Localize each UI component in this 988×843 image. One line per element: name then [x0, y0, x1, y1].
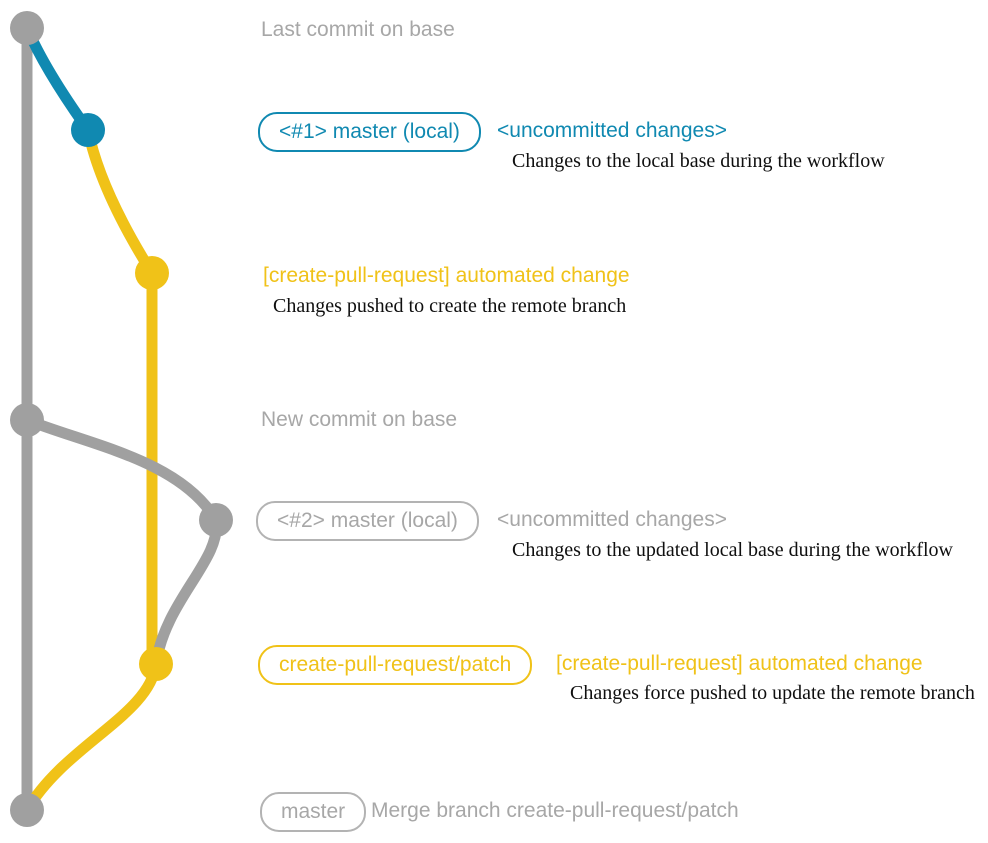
last-commit-label: Last commit on base — [261, 18, 455, 41]
commit-node-merge — [10, 793, 44, 827]
local-changes-branch-line — [21, 22, 94, 136]
new-commit-label: New commit on base — [261, 408, 458, 431]
commit-node-patch-1 — [135, 256, 169, 290]
branch-badge-master-local-2: <#2> master (local) — [256, 501, 479, 541]
commit-graph — [10, 11, 233, 827]
commit-node-master-local-2 — [199, 503, 233, 537]
uncommitted-changes-heading-2: <uncommitted changes> — [497, 508, 727, 531]
branch-badge-master-local-1: <#1> master (local) — [258, 112, 481, 152]
uncommitted-changes-caption-2: Changes to the updated local base during… — [512, 539, 953, 561]
uncommitted-changes-caption-1: Changes to the local base during the wor… — [512, 150, 885, 172]
automated-change-caption-2: Changes force pushed to update the remot… — [570, 682, 975, 704]
automated-change-caption-1: Changes pushed to create the remote bran… — [273, 295, 627, 317]
branch-badge-master: master — [260, 792, 367, 832]
patch-branch-curve-top — [82, 124, 158, 279]
merge-branch-line — [21, 658, 162, 816]
commit-node-new-base — [10, 403, 44, 437]
rebase-branch-out-line — [21, 414, 222, 526]
commit-node-last-base — [10, 11, 44, 45]
automated-change-heading-1: [create-pull-request] automated change — [263, 264, 630, 287]
automated-change-heading-2: [create-pull-request] automated change — [556, 652, 923, 675]
rebase-branch-in-line — [150, 514, 222, 670]
uncommitted-changes-heading-1: <uncommitted changes> — [497, 119, 727, 142]
commit-node-master-local-1 — [71, 113, 105, 147]
merge-commit-label: Merge branch create-pull-request/patch — [371, 799, 739, 822]
commit-node-patch-2 — [139, 647, 173, 681]
branch-badge-patch: create-pull-request/patch — [258, 645, 533, 685]
